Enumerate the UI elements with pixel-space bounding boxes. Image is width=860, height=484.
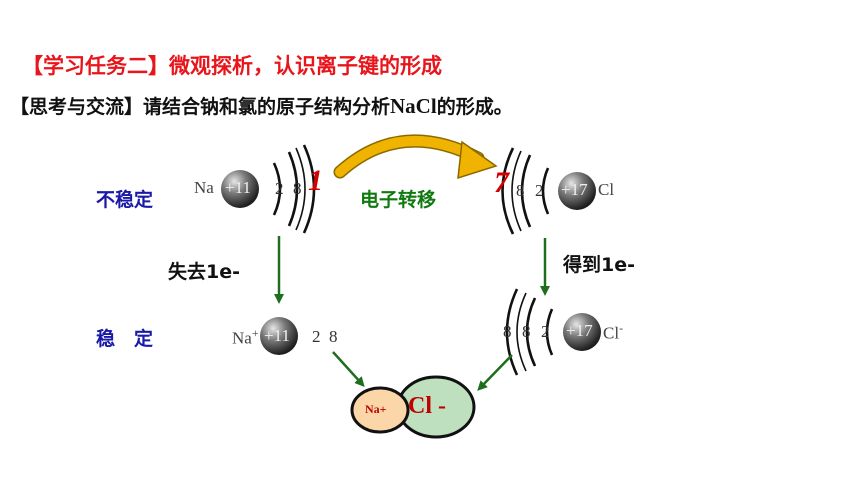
unstable-label: 不稳定 [96,189,154,211]
prompt-formula: NaCl [390,94,437,118]
cl-atom-nucleus-icon [558,172,596,210]
cl-ion-shell-1: 2 [541,322,550,341]
gain-electron-label: 得到1e- [563,254,635,276]
think-prompt: 【思考与交流】请结合钠和氯的原子结构分析NaCl的形成。 [10,92,513,119]
na-ion-nucleus-icon [260,317,298,355]
na-atom-nucleus-charge: +11 [225,178,251,197]
na-outer-electron: 1 [308,164,323,197]
cl-atom-symbol: Cl [598,180,615,199]
na-ion-nucleus-charge: +11 [264,326,290,345]
arrow-cl-to-compound-icon [477,354,513,391]
na-ion-superscript: + [251,326,259,340]
na-atom-shell-1: 2 [275,179,284,198]
arrow-na-to-compound-icon [332,351,365,387]
na-ion-symbol-text: Na [232,328,252,348]
cl-ion-superscript: - [619,321,624,335]
cl-ion-nucleus-icon [563,313,601,351]
cl-atom-shell-arcs [501,147,550,235]
na-atom-shell-2: 8 [293,179,302,198]
prompt-prefix: 【思考与交流】请结合钠和氯的原子结构分析 [10,96,391,118]
na-ion-shell-2: 8 [329,327,338,346]
task-title: 【学习任务二】微观探析，认识离子键的形成 [22,54,442,78]
cl-atom-nucleus-charge: +17 [561,180,588,199]
stable-label: 稳 定 [96,328,154,350]
electron-transfer-label: 电子转移 [360,189,437,211]
na-ion-symbol: Na+ [232,326,259,349]
na-ion-ball-icon [350,386,410,434]
cl-atom-shell-2: 8 [516,181,525,200]
na-ion-shell-1: 2 [312,327,321,346]
cl-ion-shell-arcs [505,288,554,376]
na-atom-symbol: Na [194,178,214,197]
cl-ion-shell-3: 8 [503,322,512,341]
cl-ion-symbol: Cl- [603,321,623,344]
na-atom-shell-arcs [272,144,316,234]
cl-ion-shell-2: 8 [522,322,531,341]
cl-outer-electrons: 7 [494,166,509,199]
compound-cation-label: Na+ [365,402,387,416]
na-atom-nucleus-icon [221,170,259,208]
electron-transfer-arrow-icon [333,134,498,180]
compound-anion-label: Cl - [408,393,446,419]
prompt-suffix: 的形成。 [436,96,513,118]
cl-atom-shell-1: 2 [535,181,544,200]
cl-ion-symbol-text: Cl [603,323,620,343]
cl-ion-nucleus-charge: +17 [566,321,593,340]
lose-electron-label: 失去1e- [168,261,240,283]
